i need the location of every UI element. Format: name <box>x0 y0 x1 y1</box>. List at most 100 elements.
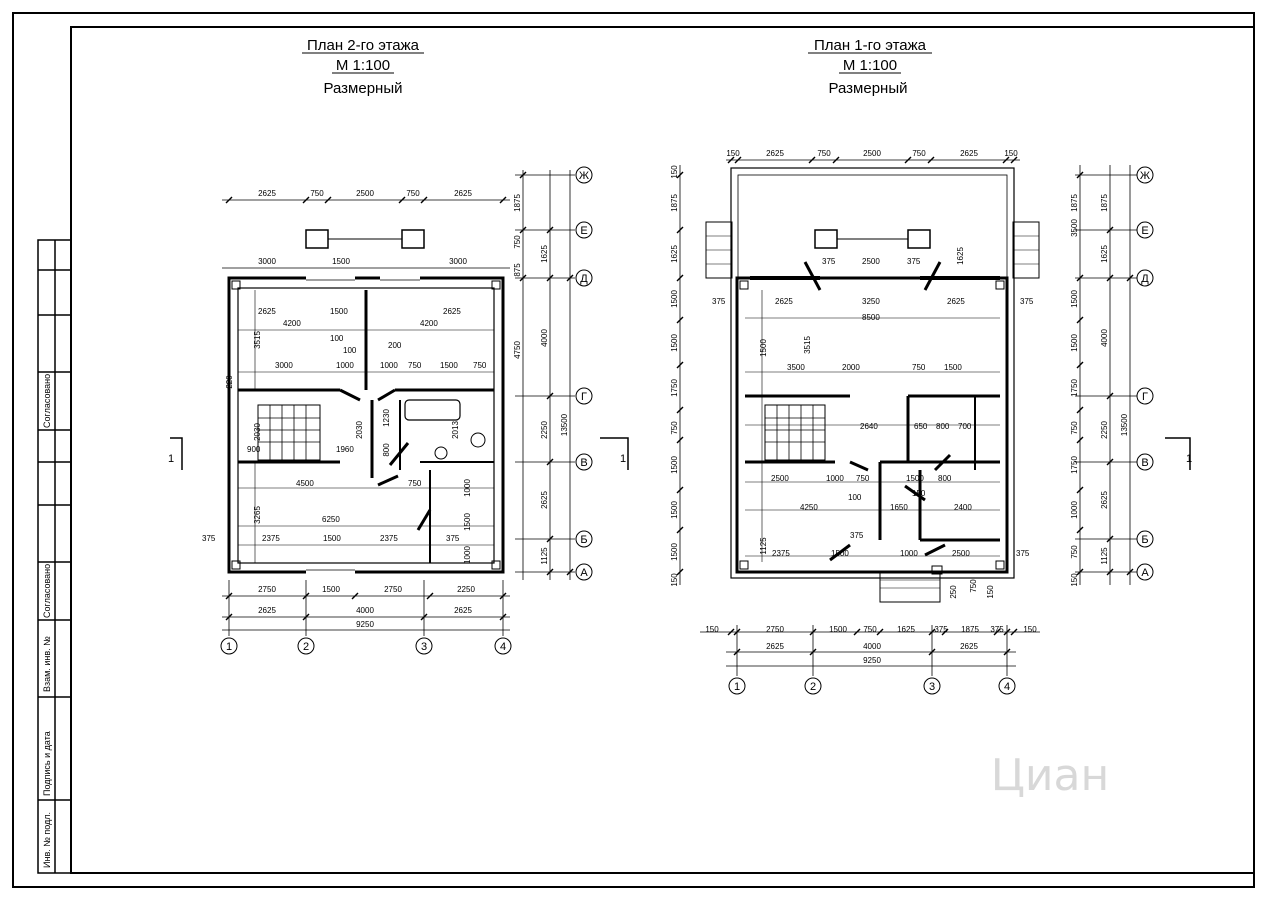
f1-right-dim: 1875 <box>1070 194 1079 212</box>
f1-bottom-dim: 1500 <box>829 625 847 634</box>
floor2-dimensions <box>222 170 575 636</box>
f1-axis-g: Г <box>1142 391 1148 403</box>
stamp-agreed-2: Согласовано <box>42 564 52 618</box>
floor1-axes <box>728 677 1016 695</box>
f1-inner-label: 375 <box>907 257 921 266</box>
f1-axis-4: 4 <box>1004 681 1010 693</box>
f2-right-dim: 1125 <box>540 547 549 565</box>
f2-inner-label: 1000 <box>463 479 472 497</box>
f1-left-dim: 1500 <box>670 456 679 474</box>
f2-inner-label: 1500 <box>330 307 348 316</box>
floor2-axes <box>220 637 512 655</box>
f1-inner-label: 800 <box>938 474 952 483</box>
f1-inner-label: 3500 <box>787 363 805 372</box>
f1-right-dim: 1625 <box>1100 245 1109 263</box>
f1-top-dim: 2625 <box>766 149 784 158</box>
f1-inner-label: 375 <box>1016 549 1030 558</box>
f2-inner-label: 200 <box>388 341 402 350</box>
f1-inner-label: 2640 <box>860 422 878 431</box>
f1-bottom-dim: 2625 <box>766 642 784 651</box>
f2-right-dim: 750 <box>513 235 522 249</box>
f2-bottom-dim: 2625 <box>258 606 276 615</box>
f2-axis-e: Е <box>580 225 587 237</box>
floor2-scale: М 1:100 <box>336 57 390 74</box>
floor2-title-block: План 2-го этажа М 1:100 Размерный <box>302 37 424 97</box>
f1-bottom-dim: 375 <box>990 625 1004 634</box>
f1-top-dim: 750 <box>912 149 926 158</box>
f2-right-dim: 4000 <box>540 329 549 347</box>
f2-inner-label: 220 <box>225 375 234 389</box>
f1-inner-label: 800 <box>936 422 950 431</box>
f2-axis-zh: Ж <box>579 170 589 182</box>
f1-right-dim: 750 <box>1070 545 1079 559</box>
f1-inner-label: 1625 <box>956 247 965 265</box>
f2-inner-label: 1500 <box>323 534 341 543</box>
f2-inner-label: 3000 <box>275 361 293 370</box>
f1-right-dim: 4000 <box>1100 329 1109 347</box>
f1-left-dim: 1500 <box>670 334 679 352</box>
stamp-inv-vzam: Взам. инв. № <box>42 636 52 692</box>
f1-axis-b: Б <box>1141 534 1148 546</box>
floor2-subtitle: Размерный <box>324 80 403 97</box>
f2-inner-dim: 3000 <box>258 257 276 266</box>
floor1-title-block: План 1-го этажа М 1:100 Размерный <box>808 37 932 97</box>
f2-right-dim: 4750 <box>513 341 522 359</box>
f1-axis-zh: Ж <box>1140 170 1150 182</box>
floor1-dim-text: 150 2625 750 2500 750 2625 150 150 2750 … <box>670 149 1129 665</box>
f2-inner-label: 1960 <box>336 445 354 454</box>
f1-inner-label: 100 <box>848 493 862 502</box>
floor2-title: План 2-го этажа <box>307 37 420 54</box>
f2-right-dim: 2625 <box>540 491 549 509</box>
f1-inner-label: 750 <box>856 474 870 483</box>
f2-inner-label: 375 <box>202 534 216 543</box>
f1-right-dim: 1500 <box>1070 334 1079 352</box>
f2-axis-3: 3 <box>421 641 427 653</box>
f2-inner-label: 1230 <box>382 409 391 427</box>
f1-right-dim: 3500 <box>1070 219 1079 237</box>
f1-left-dim: 1750 <box>670 379 679 397</box>
f1-axis-e: Е <box>1141 225 1148 237</box>
stamp-sign-date: Подпись и дата <box>42 731 52 796</box>
f2-inner-label: 750 <box>408 361 422 370</box>
f1-inner-label: 1650 <box>890 503 908 512</box>
f2-inner-label: 750 <box>408 479 422 488</box>
f2-inner-label: 3515 <box>253 331 262 349</box>
f2-inner-dim: 1500 <box>332 257 350 266</box>
f1-inner-label: 2500 <box>771 474 789 483</box>
f2-inner-label: 1000 <box>336 361 354 370</box>
f2-inner-label: 800 <box>382 443 391 457</box>
f2-inner-label: 1500 <box>440 361 458 370</box>
f2-inner-dim: 3000 <box>449 257 467 266</box>
f1-left-dim: 1500 <box>670 501 679 519</box>
f1-inner-label: 375 <box>1020 297 1034 306</box>
f2-axis-g: Г <box>581 391 587 403</box>
floor1-section-marks <box>1165 437 1191 470</box>
f1-top-dim: 750 <box>817 149 831 158</box>
f2-axis-4: 4 <box>500 641 506 653</box>
f1-right-dim: 1750 <box>1070 379 1079 397</box>
f2-inner-label: 2375 <box>380 534 398 543</box>
f1-axis-a: А <box>1141 567 1149 579</box>
f2-inner-label: 4200 <box>283 319 301 328</box>
f2-top-dim: 2625 <box>454 189 472 198</box>
f1-inner-label: 375 <box>712 297 726 306</box>
f1-left-dim: 1500 <box>670 543 679 561</box>
f1-bottom-dim: 1875 <box>961 625 979 634</box>
f2-inner-label: 1000 <box>463 546 472 564</box>
f1-inner-label: 2625 <box>775 297 793 306</box>
f1-axis-1: 1 <box>734 681 740 693</box>
f1-bottom-dim: 2625 <box>960 642 978 651</box>
f1-inner-label: 4250 <box>800 503 818 512</box>
f1-bottom-dim: 150 <box>705 625 719 634</box>
f1-inner-label: 1500 <box>831 549 849 558</box>
floor1-axes-vertical <box>1136 166 1154 581</box>
f2-axis-a: А <box>580 567 588 579</box>
f2-axis-d: Д <box>580 273 588 285</box>
f2-section-mark-right: 1 <box>620 453 626 465</box>
f1-left-dim: 150 <box>670 165 679 179</box>
f2-inner-label: 4200 <box>420 319 438 328</box>
f2-right-total: 13500 <box>560 413 569 436</box>
f2-right-dim: 875 <box>513 263 522 277</box>
f2-inner-label: 2625 <box>443 307 461 316</box>
f1-right-dim: 2250 <box>1100 421 1109 439</box>
